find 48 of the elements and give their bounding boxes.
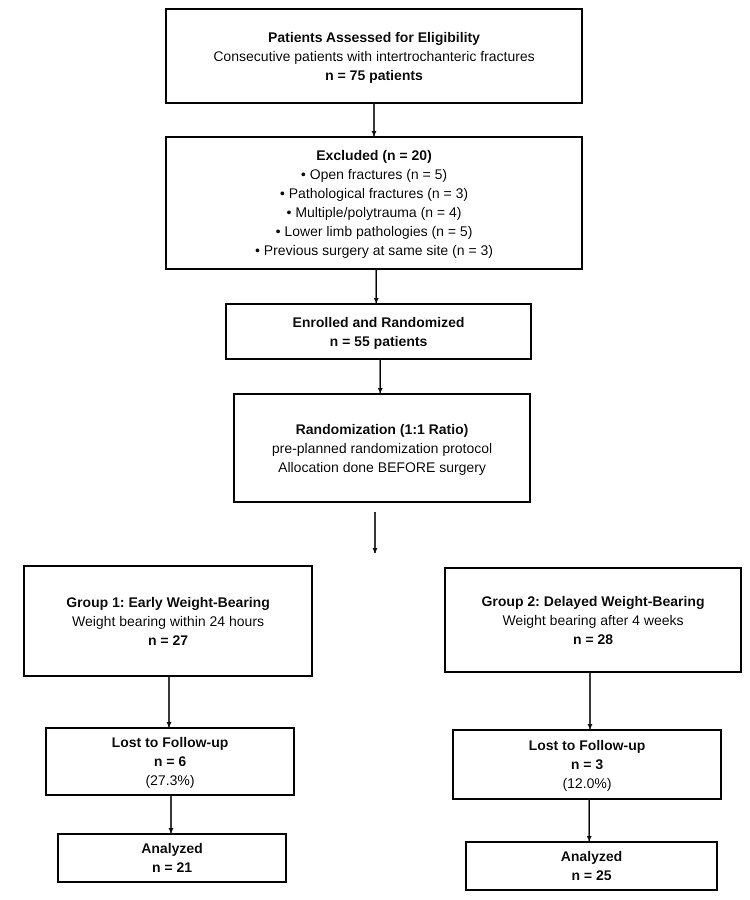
box-text: n = 75 patients [325, 66, 423, 84]
box-heading: Group 1: Early Weight-Bearing [66, 592, 270, 612]
box-text: n = 27 [148, 630, 188, 650]
arrow [372, 512, 378, 553]
box-text: (27.3%) [145, 771, 195, 790]
box-text: • Pathological fractures (n = 3) [280, 184, 468, 203]
box-heading: Analyzed [141, 839, 203, 858]
box-text: n = 21 [152, 858, 192, 877]
arrow [166, 677, 172, 727]
box-text: • Multiple/polytrauma (n = 4) [286, 203, 462, 222]
box-heading: Lost to Follow-up [528, 736, 646, 755]
box-text: Weight bearing within 24 hours [72, 612, 264, 630]
box-text: Weight bearing after 4 weeks [502, 610, 684, 630]
box-heading: Excluded (n = 20) [316, 146, 432, 165]
box-text: Consecutive patients with intertrochanteric fractures [213, 46, 535, 66]
box-text: (12.0%) [562, 774, 612, 793]
arrow [586, 800, 592, 841]
box-text: Allocation done BEFORE surgery [278, 458, 486, 476]
box-heading: Enrolled and Randomized [292, 312, 464, 332]
box-heading: Randomization (1:1 Ratio) [296, 420, 468, 438]
process-box [57, 833, 287, 883]
box-text: • Lower limb pathologies (n = 5) [276, 222, 472, 241]
process-box [165, 8, 583, 104]
box-heading: Analyzed [560, 847, 622, 866]
process-box [233, 393, 531, 503]
box-heading: Group 2: Delayed Weight-Bearing [482, 592, 704, 610]
arrow [378, 360, 383, 393]
box-text: n = 25 [571, 866, 612, 885]
box-heading: Lost to Follow-up [112, 733, 228, 752]
process-box [225, 303, 532, 360]
process-box [465, 841, 718, 891]
arrow [374, 270, 379, 303]
box-text: • Open fractures (n = 5) [300, 165, 448, 184]
box-text: pre-planned randomization protocol [272, 438, 492, 458]
arrow [588, 673, 592, 729]
process-box [444, 567, 742, 673]
box-text: n = 3 [570, 755, 604, 774]
process-box [45, 727, 295, 796]
arrow [372, 104, 376, 136]
box-text: n = 55 patients [330, 332, 428, 350]
process-box [452, 729, 722, 800]
process-box [165, 136, 583, 270]
process-box [23, 565, 313, 677]
box-text: n = 6 [154, 752, 186, 771]
box-text: n = 28 [572, 630, 614, 648]
arrow [168, 796, 174, 833]
box-text: • Previous surgery at same site (n = 3) [255, 241, 493, 260]
box-heading: Patients Assessed for Eligibility [268, 28, 480, 46]
